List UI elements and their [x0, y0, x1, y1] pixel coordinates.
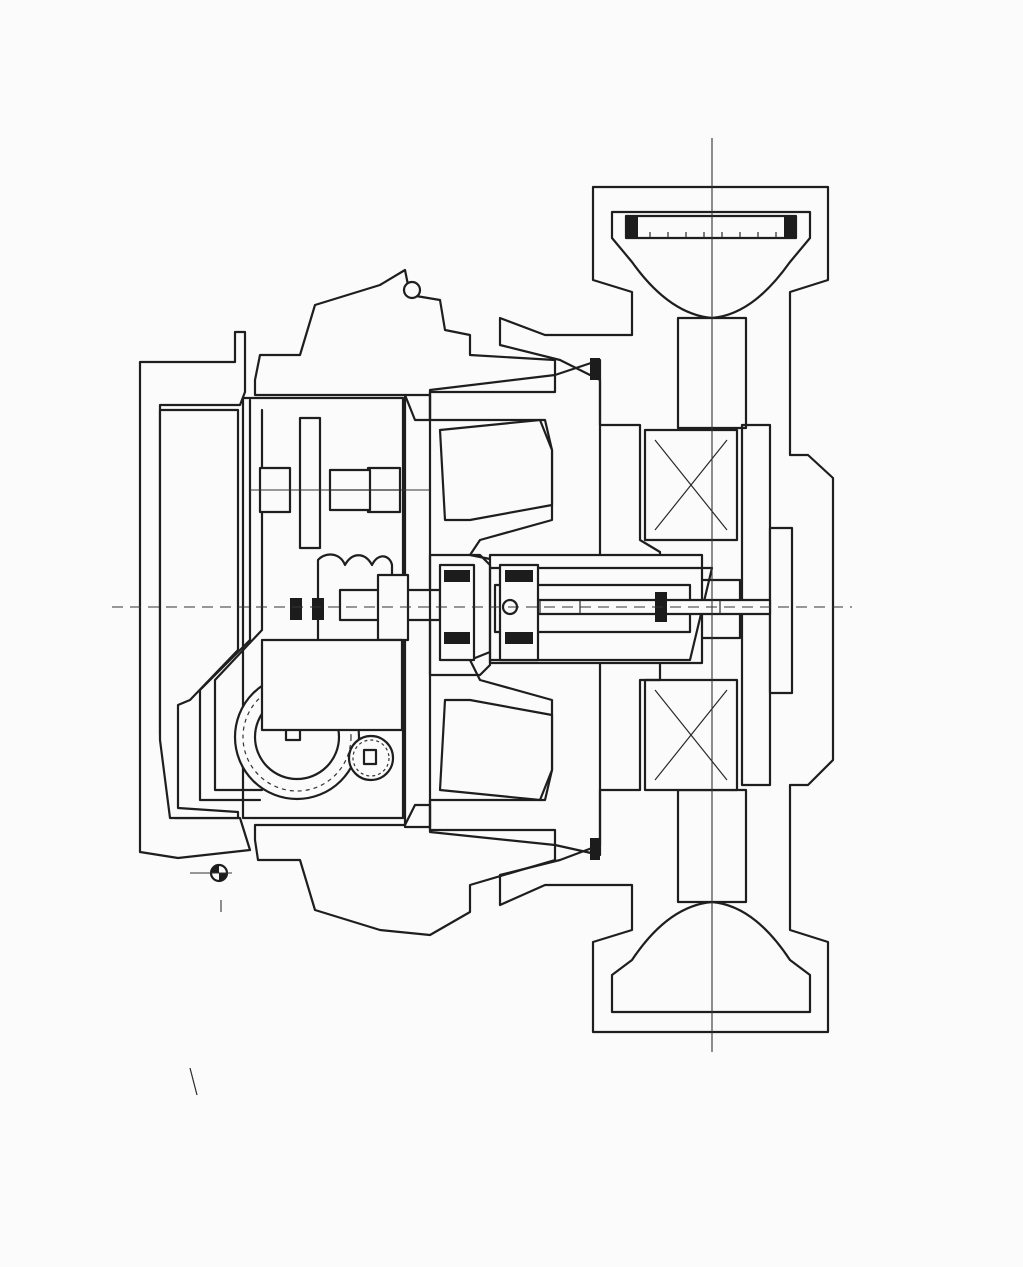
- coupling-cap: [428, 553, 492, 677]
- fasteners: [190, 280, 422, 912]
- pipe-body-casing: [498, 185, 835, 1034]
- stator-upper: [438, 418, 554, 522]
- screw-top: [402, 280, 422, 300]
- stator-lower: [438, 698, 554, 802]
- worm-gear: [316, 553, 394, 652]
- gear-stack: [298, 416, 322, 550]
- outlet-cavity: [610, 900, 812, 1014]
- filter-screen: [624, 214, 798, 240]
- housing-flange: [253, 268, 557, 422]
- coupling-assembly: [428, 553, 540, 677]
- gear-train: [233, 416, 442, 801]
- rotor-inner: [493, 583, 692, 634]
- housing-flange-lower: [253, 803, 557, 937]
- impeller-plate-outer: [768, 526, 794, 695]
- cover-inner-channel: [158, 408, 240, 820]
